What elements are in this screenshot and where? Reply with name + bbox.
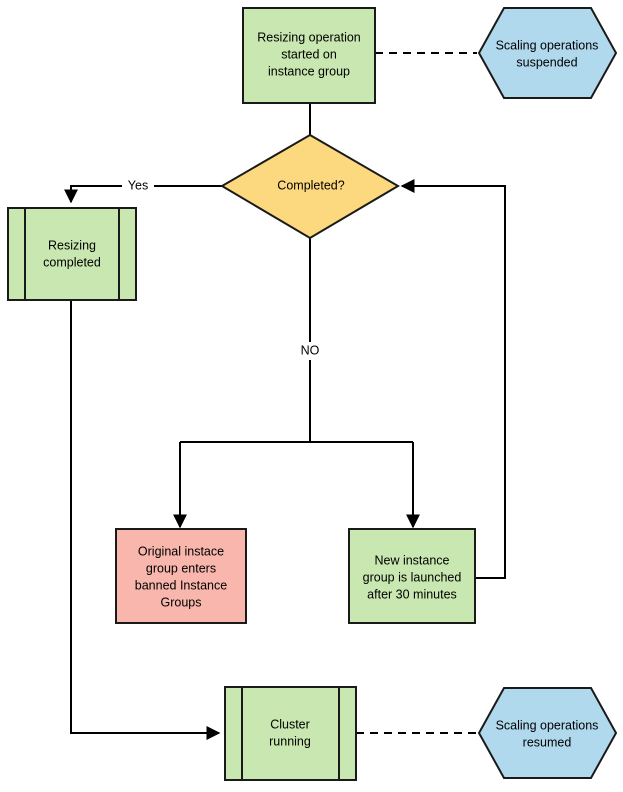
resizing-started-label-line1: Resizing operation xyxy=(257,30,361,44)
original-banned-label-line2: group enters xyxy=(146,561,216,575)
cluster-running-shape xyxy=(224,686,357,781)
edge-resizing-completed-to-cluster-running xyxy=(70,300,221,740)
edge-decision-yes-to-resizing-completed xyxy=(64,185,223,204)
new-instance-group-label-line2: group is launched xyxy=(363,570,462,584)
new-instance-group-label-line3: after 30 minutes xyxy=(367,587,457,601)
node-new-instance-group[interactable]: New instance group is launched after 30 … xyxy=(348,528,476,624)
original-banned-shape xyxy=(115,528,247,624)
new-instance-group-label-line1: New instance xyxy=(374,553,449,567)
edge-label-yes: Yes xyxy=(128,178,148,192)
original-banned-label-line4: Groups xyxy=(161,595,202,609)
resizing-completed-label-line1: Resizing xyxy=(48,238,96,252)
completed-decision-label: Completed? xyxy=(277,178,344,192)
yes-label-backdrop xyxy=(122,177,154,195)
original-banned-label-line3: banned Instance xyxy=(135,578,227,592)
scaling-suspended-label-line1: Scaling operations xyxy=(496,38,599,52)
original-banned-label-line1: Original instace xyxy=(138,544,224,558)
node-completed-decision[interactable]: Completed? xyxy=(220,133,400,240)
completed-decision-shape xyxy=(220,133,400,240)
scaling-resumed-label-line2: resumed xyxy=(523,735,572,749)
cluster-running-label-line1: Cluster xyxy=(270,717,310,731)
edge-label-yes-group: Yes xyxy=(122,177,154,195)
edge-label-no-group: NO xyxy=(295,342,327,360)
node-scaling-resumed[interactable]: Scaling operations resumed xyxy=(477,687,618,779)
resizing-completed-shape xyxy=(7,207,137,301)
node-original-banned[interactable]: Original instace group enters banned Ins… xyxy=(115,528,247,624)
scaling-suspended-label-line2: suspended xyxy=(516,55,577,69)
scaling-resumed-label-line1: Scaling operations xyxy=(496,718,599,732)
node-scaling-suspended[interactable]: Scaling operations suspended xyxy=(477,7,618,99)
edge-label-no: NO xyxy=(301,343,320,357)
edge-new-instance-group-to-decision xyxy=(400,179,506,579)
node-cluster-running[interactable]: Cluster running xyxy=(224,686,357,781)
resizing-completed-label-line2: completed xyxy=(43,255,101,269)
cluster-running-label-line2: running xyxy=(269,734,311,748)
node-resizing-started[interactable]: Resizing operation started on instance g… xyxy=(242,7,376,104)
resizing-started-label-line3: instance group xyxy=(268,64,350,78)
new-instance-group-shape xyxy=(348,528,476,624)
resizing-started-label-line2: started on xyxy=(281,47,337,61)
scaling-resumed-shape xyxy=(477,687,618,779)
node-resizing-completed[interactable]: Resizing completed xyxy=(7,207,137,301)
scaling-suspended-shape xyxy=(477,7,618,99)
resizing-started-shape xyxy=(242,7,376,104)
no-label-backdrop xyxy=(295,342,327,360)
